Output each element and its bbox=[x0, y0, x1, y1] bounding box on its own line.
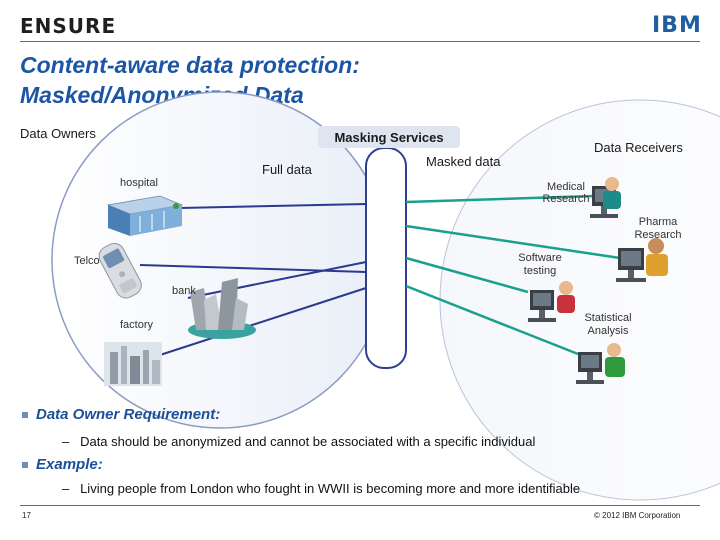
pharma-research-label-line2: Research bbox=[634, 229, 681, 241]
ibm-logo: IBM bbox=[652, 13, 702, 38]
masking-pipe bbox=[365, 147, 407, 369]
masking-services-label: Masking Services bbox=[334, 130, 443, 145]
bullet-square-icon bbox=[22, 412, 28, 419]
statistical-analysis-label-line1: Statistical bbox=[584, 312, 631, 324]
flow-line-statistical-masked bbox=[405, 284, 579, 356]
software-testing-workstation-icon bbox=[528, 281, 575, 322]
flow-line-pharma-masked bbox=[405, 224, 621, 260]
header-divider bbox=[20, 41, 700, 42]
medical-research-label-line1: Medical bbox=[547, 181, 585, 193]
masking-services-box bbox=[318, 126, 460, 148]
bullet-data-owner-requirement-text: Data Owner Requirement: bbox=[36, 406, 221, 423]
factory-icon bbox=[104, 342, 162, 386]
sub-bullet-anonymized-text: Data should be anonymized and cannot be … bbox=[80, 434, 536, 449]
pharma-research-workstation-icon bbox=[616, 238, 668, 282]
flow-line-medical-masked bbox=[405, 194, 595, 204]
hospital-label: hospital bbox=[120, 177, 158, 189]
sub-bullet-london-example-text: Living people from London who fought in … bbox=[80, 481, 581, 496]
flow-line-hospital-full bbox=[179, 203, 367, 209]
pharma-research-label-line1: Pharma bbox=[639, 216, 678, 228]
medical-research-label-line2: Research bbox=[542, 193, 589, 205]
bank-buildings-icon bbox=[188, 278, 256, 339]
factory-label: factory bbox=[120, 319, 154, 331]
bullet-data-owner-requirement: Data Owner Requirement: bbox=[22, 406, 220, 423]
data-owners-label: Data Owners bbox=[20, 126, 96, 141]
footer-divider bbox=[20, 505, 700, 506]
full-data-label: Full data bbox=[262, 162, 313, 177]
ensure-logo: ENSURE bbox=[20, 14, 117, 38]
slide-title-line1: Content-aware data protection: bbox=[20, 52, 360, 78]
sub-bullet-anonymized: – Data should be anonymized and cannot b… bbox=[62, 434, 535, 449]
mobile-phone-icon bbox=[98, 242, 142, 299]
bullet-example: Example: bbox=[22, 456, 103, 473]
dash-icon: – bbox=[62, 434, 81, 449]
medical-research-workstation-icon bbox=[590, 177, 621, 218]
statistical-analysis-label-line2: Analysis bbox=[588, 325, 629, 337]
flow-line-telco-full bbox=[139, 264, 367, 273]
flow-line-bank-full bbox=[187, 261, 367, 299]
telco-label: Telco bbox=[74, 255, 100, 267]
bullet-square-icon bbox=[22, 462, 28, 469]
software-testing-label-line2: testing bbox=[524, 265, 556, 277]
bullet-example-text: Example: bbox=[36, 456, 103, 473]
flow-line-software-masked bbox=[405, 256, 529, 294]
dash-icon: – bbox=[62, 481, 81, 496]
sub-bullet-london-example: – Living people from London who fought i… bbox=[62, 481, 580, 496]
bank-label: bank bbox=[172, 285, 196, 297]
statistical-analysis-workstation-icon bbox=[576, 343, 625, 384]
masked-data-label: Masked data bbox=[426, 154, 501, 169]
hospital-building-icon bbox=[106, 195, 184, 236]
page-number: 17 bbox=[22, 511, 31, 520]
flow-line-factory-full bbox=[159, 287, 367, 356]
data-receivers-label: Data Receivers bbox=[594, 140, 683, 155]
software-testing-label-line1: Software bbox=[518, 252, 561, 264]
copyright-notice: © 2012 IBM Corporation bbox=[594, 511, 681, 520]
